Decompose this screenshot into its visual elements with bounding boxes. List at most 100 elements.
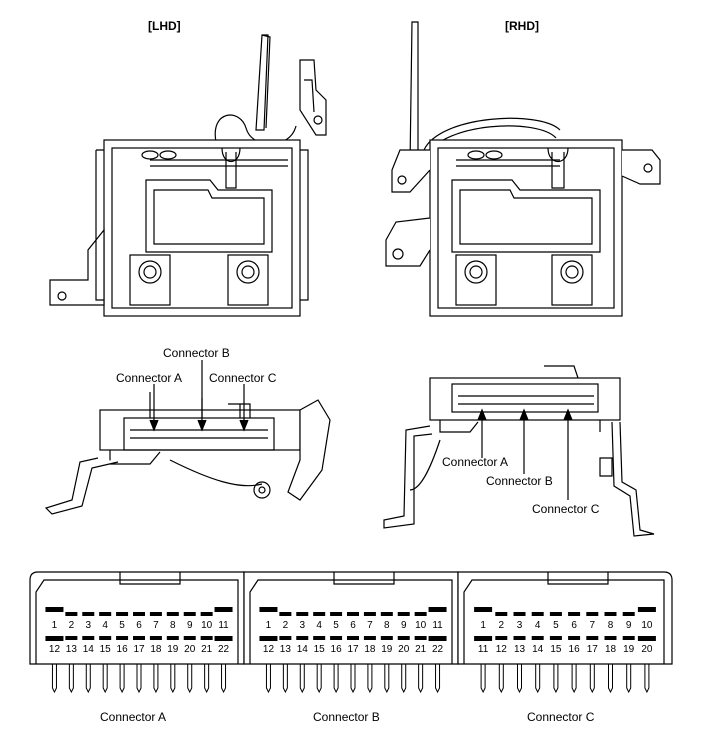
pin-number: 13 [280,644,292,655]
pin-number: 16 [569,644,581,655]
pin-number: 20 [641,644,653,655]
pin-leg [170,664,176,694]
pin-bar [133,636,145,640]
pin-number: 1 [266,620,272,631]
pin-number: 22 [218,644,230,655]
pin-bar [414,636,427,640]
pin-number: 18 [150,644,162,655]
leader-lines [149,360,573,500]
pin-bar [397,636,410,640]
pin-bar [495,636,508,640]
pin-leg [333,664,339,694]
pin-number: 12 [49,644,61,655]
pin-leg [435,664,441,694]
pin-number: 2 [283,620,289,631]
pin-leg [350,664,356,694]
pin-number: 13 [514,644,526,655]
rhd-unit-front-view [385,21,661,317]
pin-leg [644,664,650,694]
pin-number: 10 [201,620,213,631]
pin-leg [221,664,227,694]
pin-number: 13 [66,644,78,655]
lhd-connector-c-label: Connector C [209,371,277,385]
pin-number: 15 [314,644,326,655]
pinout-housings [29,571,673,665]
pin-bar [604,636,617,640]
lhd-unit-side-view [44,392,331,515]
pin-number: 3 [517,620,523,631]
lhd-unit-front-view [49,34,327,317]
pin-leg [589,664,595,694]
pin-number: 6 [136,620,142,631]
pin-leg [265,664,271,694]
pin-bar [513,636,526,640]
pin-leg [299,664,305,694]
pin-leg [553,664,559,694]
rhd-connector-a-label: Connector A [442,455,509,469]
pin-bar [214,636,233,641]
pin-bar [397,612,410,616]
pin-bar [474,636,493,641]
pin-bar [45,607,64,612]
pin-number: 10 [415,620,427,631]
pin-bar [183,636,196,640]
pin-leg [102,664,108,694]
lhd-header: [LHD] [148,19,181,33]
pin-bar [363,636,376,640]
pin-number: 16 [117,644,129,655]
pin-number: 2 [69,620,75,631]
pin-number: 17 [347,644,359,655]
pin-bar [414,612,427,616]
pin-bar [549,636,562,640]
pin-leg [187,664,193,694]
pin-number: 8 [608,620,614,631]
pin-leg [282,664,288,694]
pin-bar [149,612,162,616]
pin-leg [384,664,390,694]
pin-number: 21 [415,644,427,655]
pin-bar [183,612,196,616]
pin-bar [149,636,162,640]
pin-leg [68,664,74,694]
lhd-connector-a-label: Connector A [116,371,183,385]
pin-number: 9 [187,620,193,631]
pin-bar [133,612,145,616]
pin-number: 6 [350,620,356,631]
pin-leg [571,664,577,694]
pin-leg [535,664,541,694]
pin-bar [380,636,393,640]
pin-number: 15 [100,644,112,655]
pin-bar [99,612,112,616]
pin-leg [51,664,57,694]
pin-bar [330,612,343,616]
pin-leg [85,664,91,694]
pin-bar [513,612,526,616]
pin-leg [480,664,486,694]
pin-leg [119,664,125,694]
pin-number: 14 [532,644,544,655]
pin-bar [116,612,129,616]
pin-bar [637,607,656,612]
pin-number: 3 [85,620,91,631]
pin-number: 5 [553,620,559,631]
pin-bar [586,636,599,640]
pin-bar [604,612,617,616]
pin-bar [214,607,233,612]
pin-bar [474,607,493,612]
pin-number: 19 [623,644,635,655]
pin-bar [82,612,95,616]
pin-bar [313,612,326,616]
pin-number: 3 [299,620,305,631]
pin-bar [65,636,78,640]
pin-leg [418,664,424,694]
pin-bar [380,612,393,616]
pin-number: 5 [119,620,125,631]
pin-number: 11 [218,620,229,631]
pinout-connector-c-name: Connector C [527,710,595,724]
lhd-connector-b-label: Connector B [163,346,230,360]
pin-bar [622,612,635,616]
pin-bar [428,607,447,612]
pin-leg [401,664,407,694]
